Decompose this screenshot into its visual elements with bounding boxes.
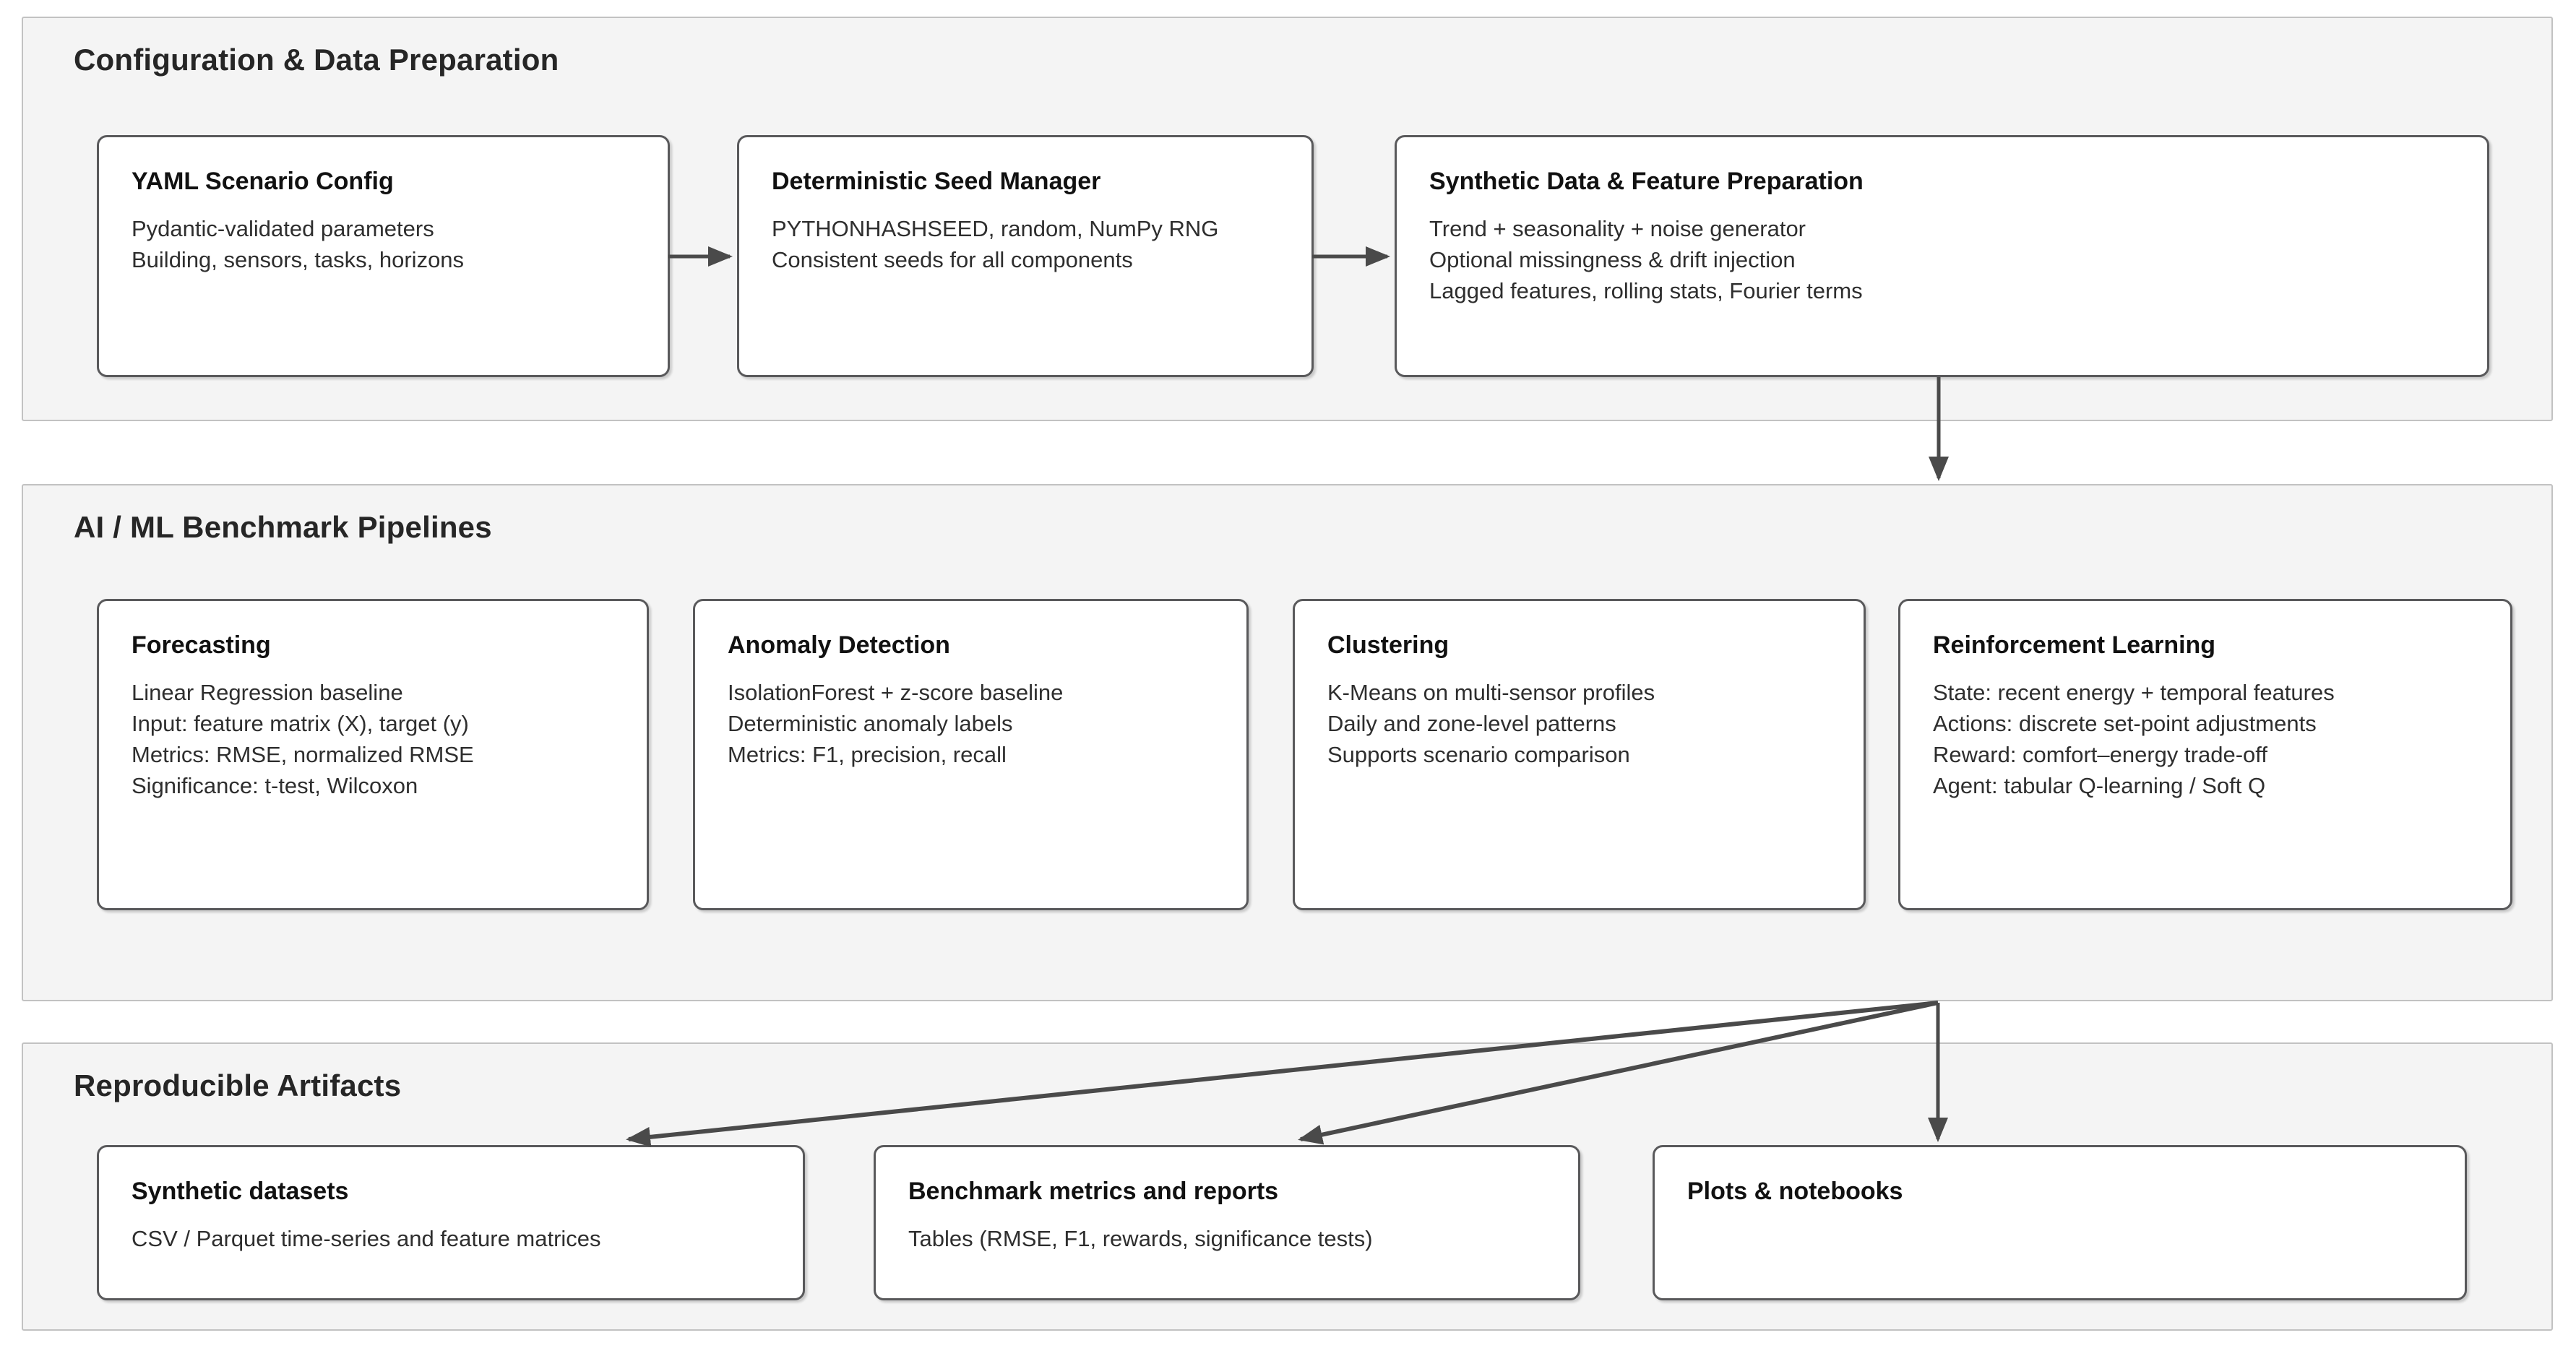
node-title-benchmark-metrics-reports: Benchmark metrics and reports [908,1178,1279,1205]
node-line: IsolationForest + z-score baseline [728,680,1064,706]
node-benchmark-metrics-reports: Benchmark metrics and reports Tables (RM… [874,1145,1580,1300]
node-deterministic-seed-manager: Deterministic Seed Manager PYTHONHASHSEE… [737,135,1314,377]
node-plots-notebooks: Plots & notebooks [1653,1145,2467,1300]
section-title-reproducible-artifacts: Reproducible Artifacts [74,1068,402,1102]
node-forecasting: Forecasting Linear Regression baseline I… [97,599,649,910]
section-ai-ml-benchmark-pipelines: AI / ML Benchmark Pipelines Forecasting … [22,484,2553,1001]
node-line: Metrics: RMSE, normalized RMSE [132,742,474,768]
section-reproducible-artifacts: Reproducible Artifacts Synthetic dataset… [22,1042,2553,1331]
node-line: Tables (RMSE, F1, rewards, significance … [908,1226,1373,1252]
node-line: Building, sensors, tasks, horizons [132,247,465,273]
node-title-deterministic-seed-manager: Deterministic Seed Manager [772,168,1101,195]
node-line: Trend + seasonality + noise generator [1429,216,1806,242]
node-yaml-scenario-config: YAML Scenario Config Pydantic-validated … [97,135,670,377]
node-reinforcement-learning: Reinforcement Learning State: recent ene… [1898,599,2512,910]
node-line: Optional missingness & drift injection [1429,247,1796,273]
node-line: Linear Regression baseline [132,680,403,706]
node-line: PYTHONHASHSEED, random, NumPy RNG [772,216,1219,242]
node-title-anomaly-detection: Anomaly Detection [728,631,950,659]
node-synthetic-data-feature-preparation: Synthetic Data & Feature Preparation Tre… [1395,135,2489,377]
node-title-reinforcement-learning: Reinforcement Learning [1933,631,2216,659]
node-line: Lagged features, rolling stats, Fourier … [1429,278,1863,304]
node-line: Significance: t-test, Wilcoxon [132,773,418,799]
node-line: Pydantic-validated parameters [132,216,434,242]
node-anomaly-detection: Anomaly Detection IsolationForest + z-sc… [693,599,1249,910]
node-title-plots-notebooks: Plots & notebooks [1687,1178,1903,1205]
section-title-ai-ml-benchmark-pipelines: AI / ML Benchmark Pipelines [74,510,492,544]
node-line: State: recent energy + temporal features [1933,680,2335,706]
node-line: Daily and zone-level patterns [1327,711,1616,737]
node-title-synthetic-datasets: Synthetic datasets [132,1178,349,1205]
node-line: Reward: comfort–energy trade-off [1933,742,2267,768]
node-line: Agent: tabular Q-learning / Soft Q [1933,773,2266,799]
node-line: CSV / Parquet time-series and feature ma… [132,1226,601,1252]
node-line: Deterministic anomaly labels [728,711,1013,737]
node-line: Consistent seeds for all components [772,247,1133,273]
node-line: Input: feature matrix (X), target (y) [132,711,469,737]
section-config-data-prep: Configuration & Data Preparation YAML Sc… [22,17,2553,421]
node-line: Supports scenario comparison [1327,742,1630,768]
node-title-forecasting: Forecasting [132,631,271,659]
node-synthetic-datasets: Synthetic datasets CSV / Parquet time-se… [97,1145,805,1300]
node-clustering: Clustering K-Means on multi-sensor profi… [1293,599,1866,910]
section-title-config-data-prep: Configuration & Data Preparation [74,43,559,77]
node-line: K-Means on multi-sensor profiles [1327,680,1655,706]
node-line: Metrics: F1, precision, recall [728,742,1007,768]
node-line: Actions: discrete set-point adjustments [1933,711,2317,737]
node-title-clustering: Clustering [1327,631,1449,659]
node-title-synthetic-data-feature-preparation: Synthetic Data & Feature Preparation [1429,168,1864,195]
node-title-yaml-scenario-config: YAML Scenario Config [132,168,394,195]
